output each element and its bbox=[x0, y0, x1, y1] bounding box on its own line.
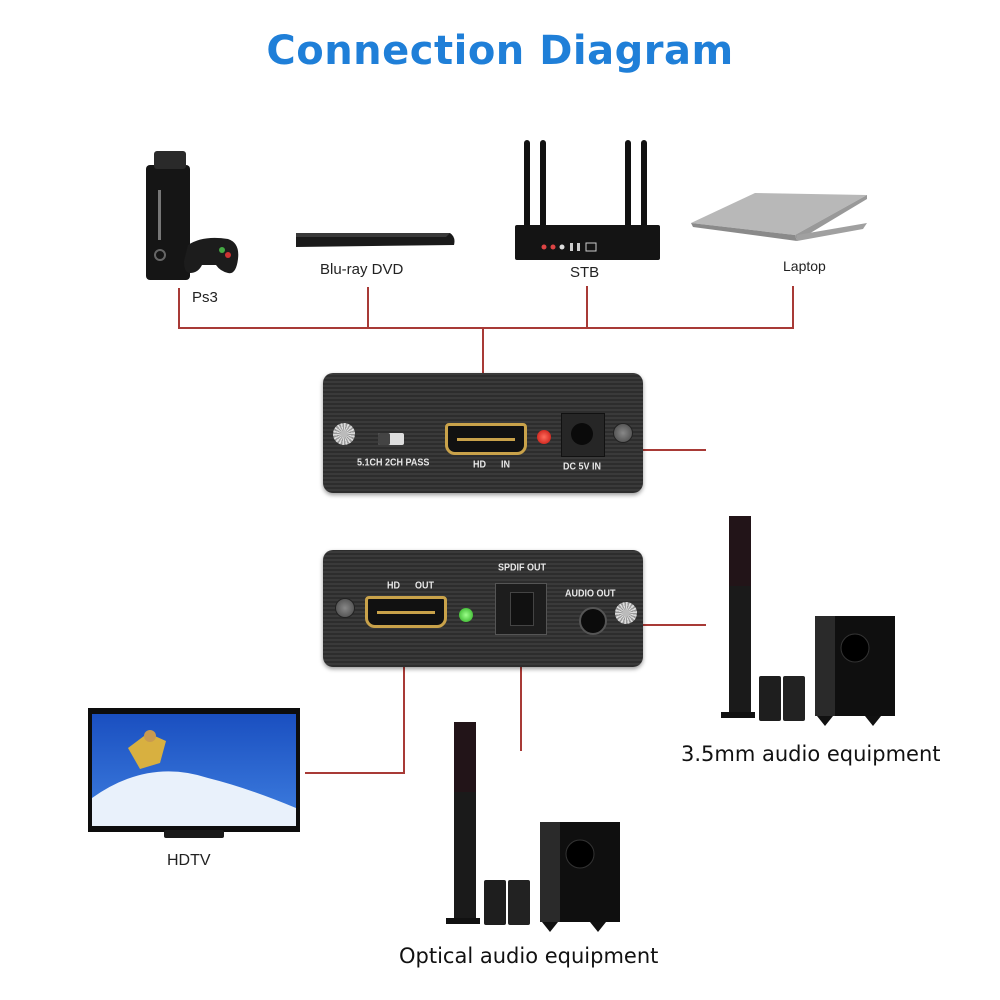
wire-hdmi-out-horizontal bbox=[305, 772, 405, 774]
status-led bbox=[459, 608, 473, 622]
output-label: HDTV bbox=[167, 852, 211, 869]
laptop-icon bbox=[691, 193, 867, 241]
hdmi-out-port bbox=[365, 596, 447, 628]
wire-bluray bbox=[367, 287, 369, 329]
wire-bus-to-input bbox=[482, 327, 484, 395]
source-label: Blu-ray DVD bbox=[320, 261, 404, 278]
speaker-system-icon bbox=[446, 722, 620, 932]
input-panel: 5.1CH 2CH PASS HD IN DC 5V IN bbox=[323, 373, 643, 493]
output-label: Optical audio equipment bbox=[399, 944, 659, 968]
dc-jack bbox=[561, 413, 605, 457]
wire-source-bus bbox=[178, 327, 794, 329]
knob-icon bbox=[615, 602, 637, 624]
spdif-port bbox=[495, 583, 547, 635]
power-led bbox=[537, 430, 551, 444]
hdmi-in-port bbox=[445, 423, 527, 455]
set-top-box-icon bbox=[515, 140, 660, 260]
hdmi-in-label-1: HD bbox=[473, 458, 486, 470]
output-panel: HD OUT SPDIF OUT AUDIO OUT bbox=[323, 550, 643, 667]
spdif-label: SPDIF OUT bbox=[498, 561, 547, 573]
hdmi-out-label-2: OUT bbox=[415, 579, 434, 591]
source-label: STB bbox=[570, 264, 600, 281]
wire-ps3 bbox=[178, 288, 180, 329]
game-console-icon bbox=[146, 151, 239, 280]
knob-icon bbox=[333, 423, 355, 445]
power-label: DC 5V IN bbox=[563, 460, 602, 472]
source-label: Laptop bbox=[783, 258, 826, 274]
wire-power bbox=[620, 449, 706, 451]
wire-stb bbox=[586, 286, 588, 329]
source-label: Ps3 bbox=[192, 289, 218, 306]
tv-icon bbox=[88, 708, 300, 838]
switch-label: 5.1CH 2CH PASS bbox=[357, 456, 430, 468]
screw-icon bbox=[335, 598, 355, 618]
wire-hdmi-out-vertical bbox=[403, 650, 405, 774]
screw-icon bbox=[613, 423, 633, 443]
hdmi-in-label-2: IN bbox=[501, 458, 510, 470]
wire-audio-out bbox=[630, 624, 706, 626]
audio-jack bbox=[579, 607, 607, 635]
audio-out-label: AUDIO OUT bbox=[565, 587, 616, 599]
page-title: Connection Diagram bbox=[266, 28, 734, 74]
wire-laptop bbox=[792, 286, 794, 329]
mode-switch bbox=[378, 433, 404, 445]
speaker-system-icon bbox=[721, 516, 895, 726]
wire-spdif bbox=[520, 655, 522, 751]
hdmi-out-label-1: HD bbox=[387, 579, 400, 591]
output-label: 3.5mm audio equipment bbox=[681, 742, 941, 766]
bluray-player-icon bbox=[296, 233, 455, 247]
